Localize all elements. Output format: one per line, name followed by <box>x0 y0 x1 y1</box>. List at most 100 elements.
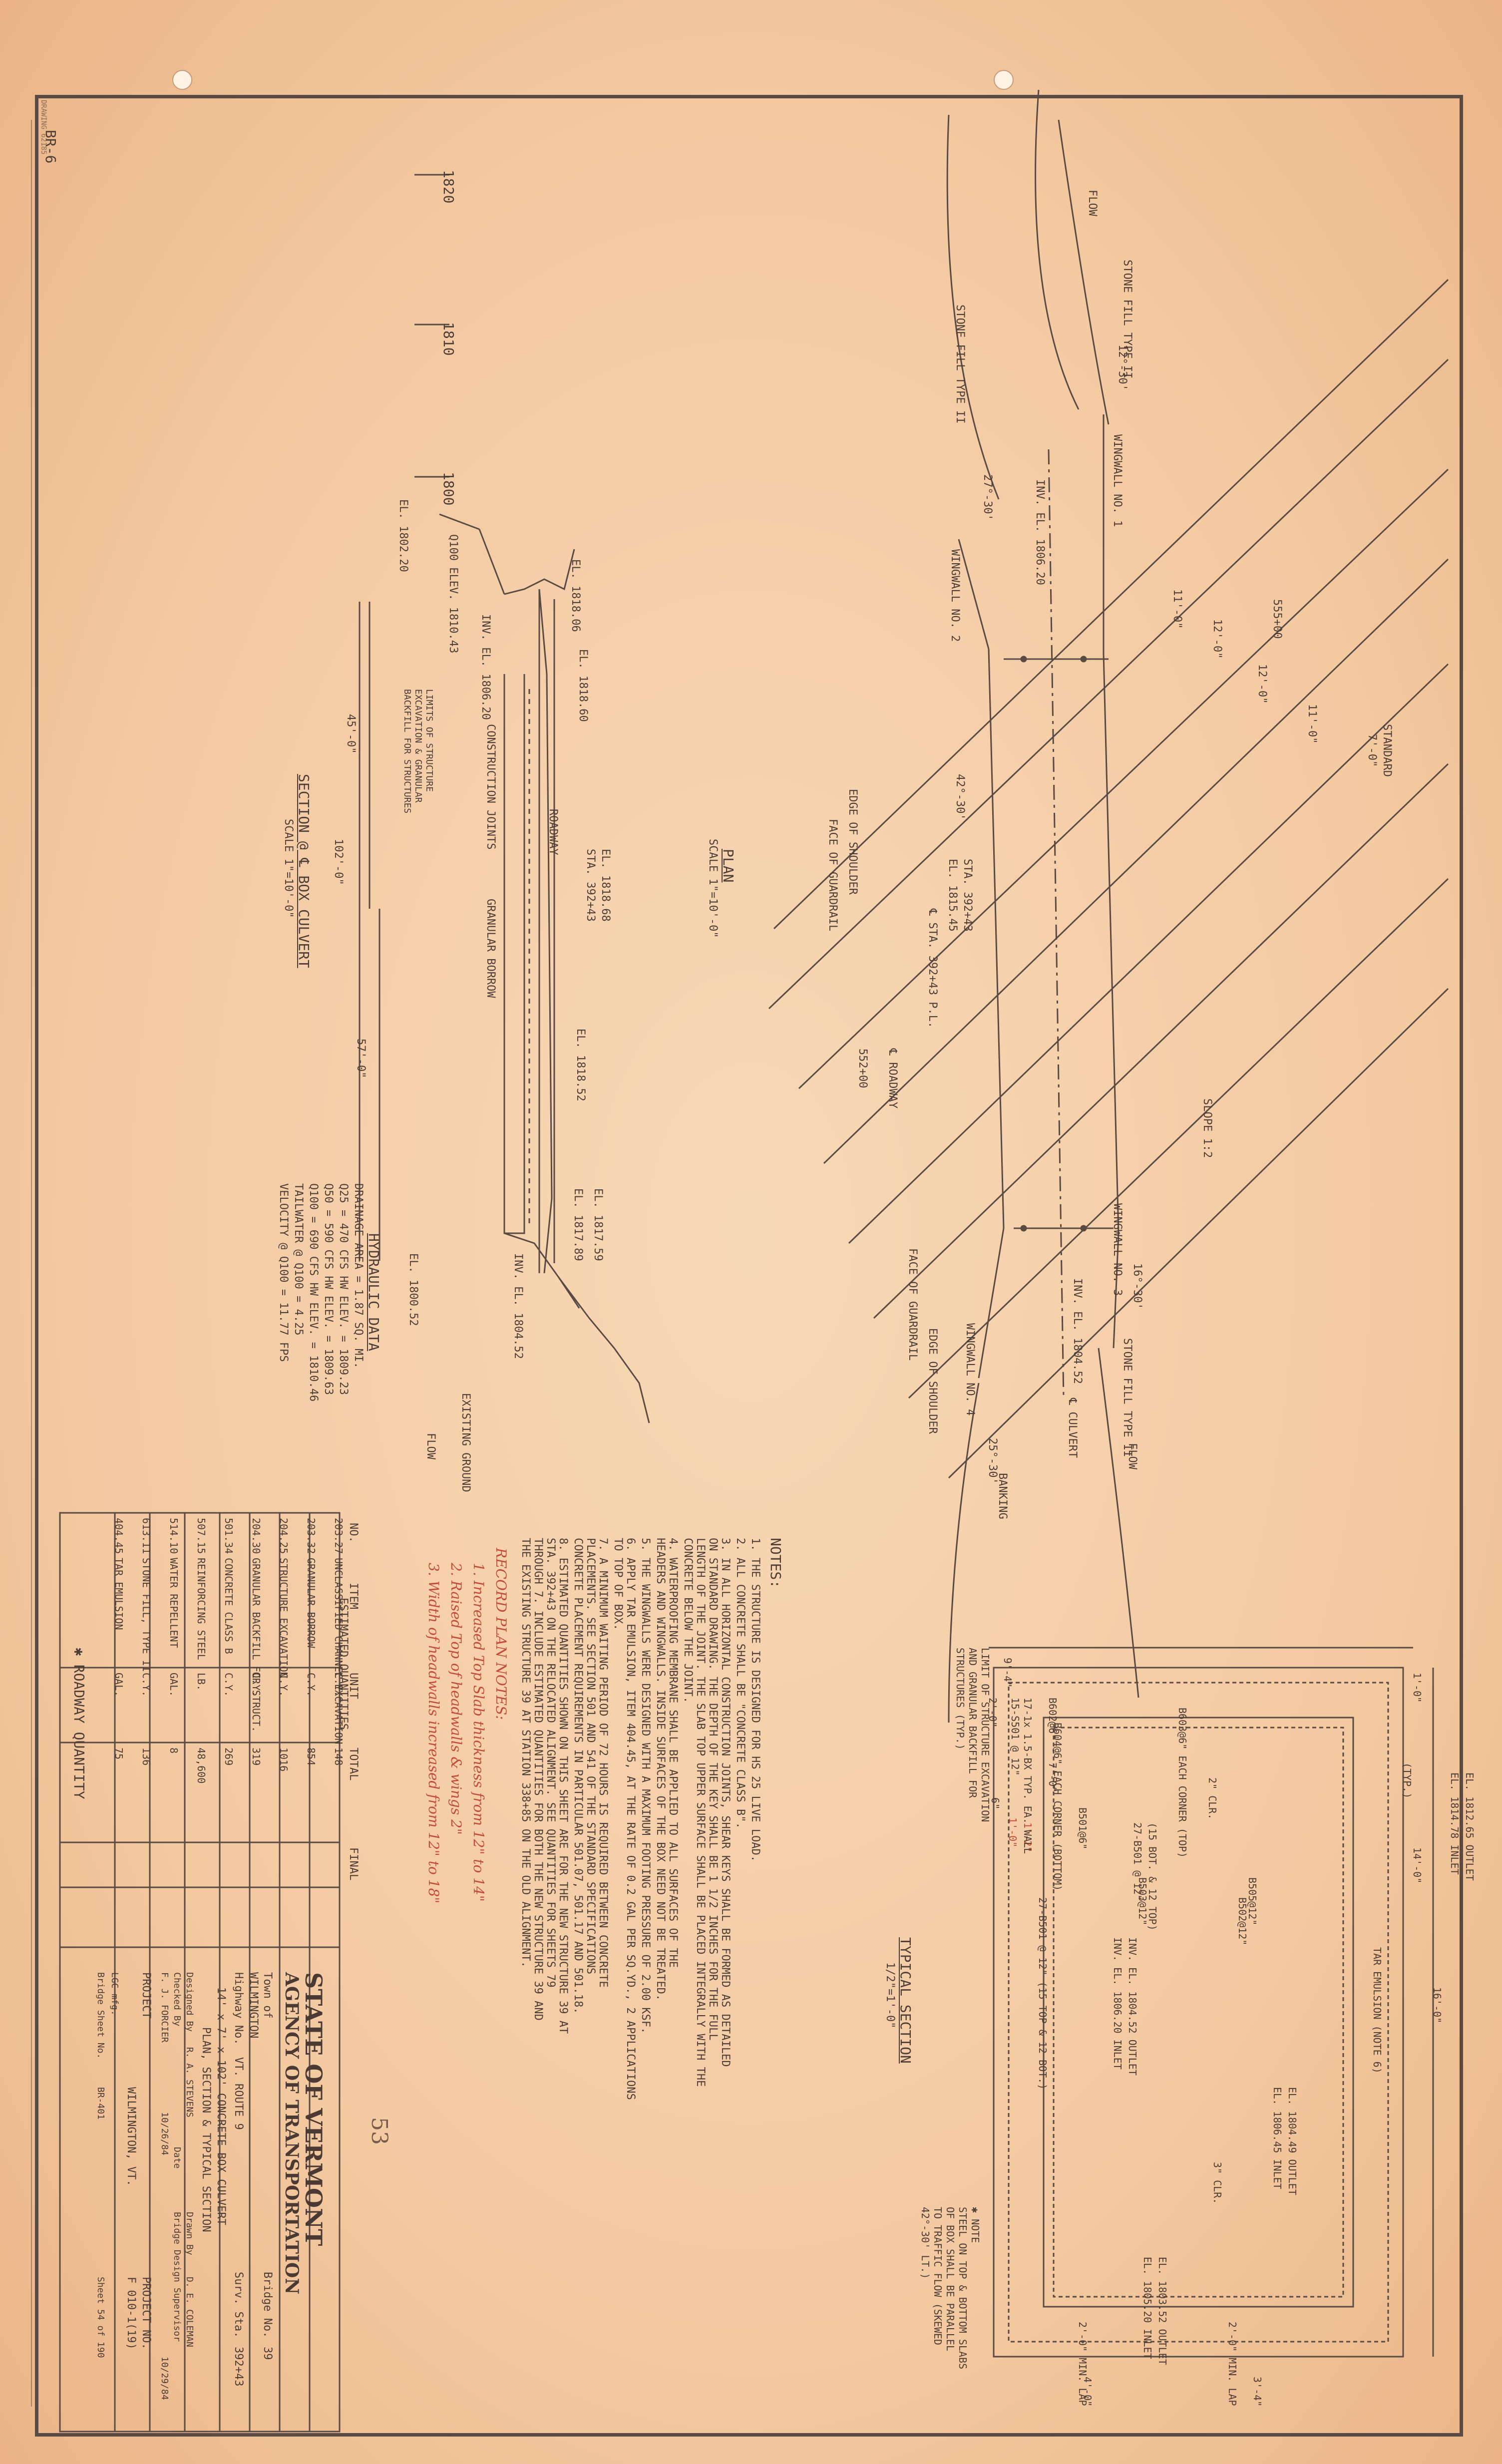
label: 555+00 <box>1271 599 1283 639</box>
checked-by: F. J. FORCIER <box>159 1972 170 2043</box>
label: FACE OF GUARDRAIL <box>826 819 839 932</box>
table-cell: 203.32 <box>305 1518 317 1554</box>
note-item: THE EXISTING STRUCTURE 39 AT STATION 338… <box>519 1538 532 1968</box>
typical-section-label: B603@6" EACH CORNER (TOP) <box>1176 1708 1188 1858</box>
drawn-label: Drawn By <box>184 2212 195 2255</box>
note-item: 4. WATERPROOFING MEMBRANE SHALL BE APPLI… <box>667 1538 679 1968</box>
table-cell: 501.34 <box>223 1518 235 1554</box>
table-cell: WATER REPELLENT <box>168 1558 180 1648</box>
typical-section-label: EL. 1814.78 INLET <box>1449 1772 1461 1875</box>
table-cell: 507.15 <box>195 1518 207 1554</box>
label: WINGWALL NO. 2 <box>949 549 961 642</box>
typical-section-label: TO TRAFFIC FLOW (SKEWED <box>932 2207 944 2345</box>
note-item: LENGTH OF THE JOINT. THE SLAB TOP UPPER … <box>694 1538 707 2087</box>
sheet-count: Sheet 54 of 190 <box>95 2277 106 2358</box>
supervisor-label: Bridge Design Supervisor <box>172 2212 182 2342</box>
table-header: UNIT <box>347 1673 360 1699</box>
label: EL. 1802.20 <box>397 499 409 572</box>
typical-section-label: 3" CLR. <box>1211 2162 1223 2204</box>
table-cell: 514.10 <box>168 1518 180 1554</box>
plan-scale: SCALE 1"=10'-0" <box>707 839 719 938</box>
hydraulic-title: HYDRAULIC DATA <box>366 1233 382 1352</box>
survey-station: 392+43 <box>232 2347 245 2387</box>
label: WINGWALL NO. 1 <box>1111 434 1124 527</box>
label: STONE FILL TYPE II <box>954 305 966 424</box>
table-cell: C.Y. <box>278 1673 290 1697</box>
typical-section-label: B505@12" <box>1246 1877 1258 1926</box>
typical-section-label: B501@6" <box>1077 1807 1089 1850</box>
hydraulic-line: Q50 = 590 CFS HW ELEV. = 1809.63 <box>322 1183 335 1395</box>
record-note: 1. Increased Top Slab thickness from 12"… <box>470 1563 487 1902</box>
label: EXISTING GROUND <box>459 1393 472 1492</box>
description-2: PLAN, SECTION & TYPICAL SECTION <box>200 2027 212 2232</box>
typical-section-label: INV. EL. 1806.20 INLET <box>1112 1937 1124 2070</box>
label: EL. 1815.45 <box>946 859 959 932</box>
label: SLOPE 1:2 <box>1201 1098 1213 1158</box>
label: EL. 1818.60 <box>577 649 589 722</box>
table-cell: C.Y. <box>140 1673 152 1697</box>
punch-hole <box>172 70 192 90</box>
table-cell: GAL. <box>168 1673 180 1697</box>
table-cell: 75 <box>113 1748 125 1760</box>
sheet-label: Bridge Sheet No. <box>95 1972 106 2059</box>
label: STA. 392+43 <box>584 849 597 922</box>
label: 42°-30' <box>954 774 966 820</box>
label: WINGWALL NO. 4 <box>964 1323 976 1416</box>
typical-section-label: 14'-0" <box>1411 1847 1423 1884</box>
table-cell: C.Y. <box>333 1673 345 1697</box>
typical-section-label: 17-1x 1.5-BX TYP. EA. WALL <box>1022 1698 1034 1854</box>
table-cell: 48,600 <box>195 1748 207 1784</box>
label: FLOW <box>1086 190 1099 216</box>
typical-section-label: INV. EL. 1804.52 OUTLET <box>1126 1937 1138 2076</box>
typical-section-label: (TYP.) <box>1401 1762 1413 1799</box>
table-cell: REINFORCING STEEL <box>195 1558 207 1660</box>
typical-section-label: B503@12" <box>1136 1877 1148 1926</box>
label: INV. EL. 1804.52 <box>512 1253 524 1359</box>
record-note: 3. Width of headwalls increased from 12"… <box>425 1563 442 1904</box>
profile-elevation: 1810 <box>440 322 457 356</box>
note-item: 1. THE STRUCTURE IS DESIGNED FOR HS 25 L… <box>749 1538 761 1862</box>
bridge-sheet-number: BR-401 <box>95 2087 106 2120</box>
table-cell: TAR EMULSION <box>113 1558 125 1630</box>
label: ℄ ROADWAY <box>886 1049 899 1109</box>
table-cell: GRANULAR BORROW <box>305 1558 317 1648</box>
label: ROADWAY <box>547 809 559 855</box>
label: FLOW <box>424 1433 437 1459</box>
hydraulic-line: DRAINAGE AREA = 1.87 SQ. MI. <box>352 1183 365 1369</box>
typical-section-label: EL. 1803.52 OUTLET <box>1156 2257 1168 2365</box>
table-cell: 854 <box>305 1748 317 1766</box>
typical-section-label: LIMIT OF STRUCTURE EXCAVATION <box>979 1648 991 1822</box>
typical-section-label: 2" CLR. <box>1206 1777 1218 1820</box>
roadway-quantity-note: ✱ ROADWAY QUANTITY <box>71 1648 87 1799</box>
typical-section-label: TAR EMULSION (NOTE 6) <box>1371 1947 1383 2074</box>
label: WINGWALL NO. 3 <box>1111 1203 1124 1296</box>
table-cell: 613.11 <box>140 1518 152 1554</box>
table-cell: 404.45 <box>113 1518 125 1554</box>
designed-by: R. A. STEVENS <box>184 2047 195 2117</box>
typical-section-label: 4'-0" <box>1082 2377 1094 2407</box>
label: 552+00 <box>856 1049 869 1088</box>
label: EL. 1800.52 <box>407 1253 419 1326</box>
typical-section-label: OF BOX SHALL BE PARALLEL <box>944 2207 956 2351</box>
label: CONSTRUCTION JOINTS <box>484 724 497 850</box>
description-1: 14' x 7' x 102' CONCRETE BOX CULVERT <box>215 1987 227 2225</box>
label: STONE FILL TYPE II <box>1121 1338 1133 1457</box>
label: EL. 1817.89 <box>572 1188 584 1261</box>
label: EL. 1818.52 <box>574 1029 587 1101</box>
dimension: 102'-0" <box>332 839 345 885</box>
note-item: 5. THE WINGWALLS WERE DESIGNED WITH A MA… <box>639 1538 652 2034</box>
project-label: PROJECT <box>140 1972 152 2019</box>
label: STANDARD <box>1381 724 1393 777</box>
note-item: THROUGH 7. INCLUDE ESTIMATED QUANTITIES … <box>532 1538 544 2021</box>
hydraulic-line: VELOCITY @ Q100 = 11.77 FPS <box>277 1183 290 1362</box>
checked-label: Checked By <box>172 1972 182 2027</box>
highway-value: VT. ROUTE 9 <box>232 2057 245 2130</box>
note-item: CONCRETE PLACEMENT REQUIREMENTS IN PARTI… <box>572 1538 584 2014</box>
drawing-border <box>35 95 1463 2437</box>
mfg-mark: LGC mfg. <box>109 1972 120 2016</box>
table-cell: 204.30 <box>250 1518 262 1554</box>
table-cell: C.Y. <box>223 1673 235 1697</box>
date-1: 10/26/84 <box>159 2112 170 2155</box>
table-header: TOTAL <box>347 1748 360 1781</box>
